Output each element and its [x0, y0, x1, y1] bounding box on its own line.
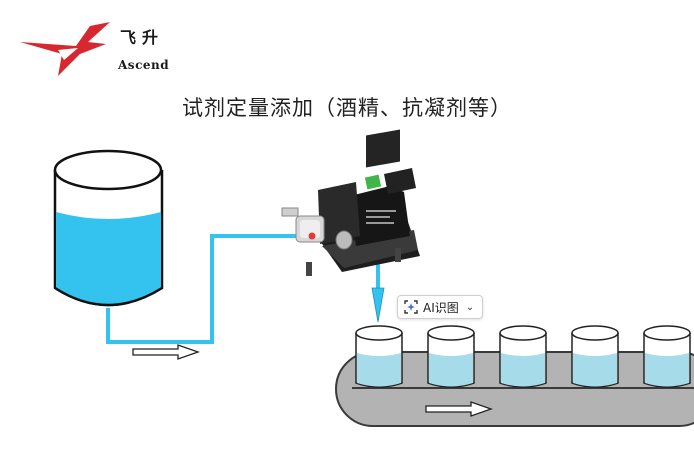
- chevron-down-icon[interactable]: ⌄: [465, 301, 475, 313]
- flow-arrow-icon: [132, 344, 200, 360]
- bird-logo-icon: [20, 22, 110, 76]
- dispense-arrow-head: [371, 287, 385, 323]
- cup: [643, 325, 691, 388]
- cup: [571, 325, 619, 388]
- logo-chinese-text: 飞升: [120, 28, 165, 47]
- page-title: 试剂定量添加（酒精、抗凝剂等）: [182, 96, 512, 120]
- ai-recognize-button[interactable]: AI识图 ⌄: [397, 295, 484, 319]
- peristaltic-pump: [281, 129, 420, 276]
- cup-row: [355, 325, 691, 388]
- cup: [355, 325, 403, 388]
- feed-tube: [106, 234, 300, 344]
- scan-icon: [404, 300, 418, 314]
- ai-recognize-label: AI识图: [423, 300, 459, 315]
- logo-english-text: Ascend: [118, 58, 170, 72]
- cup: [499, 325, 547, 388]
- brand-logo: 飞升 Ascend: [18, 18, 178, 78]
- cup: [427, 325, 475, 388]
- reagent-tank: [53, 149, 164, 307]
